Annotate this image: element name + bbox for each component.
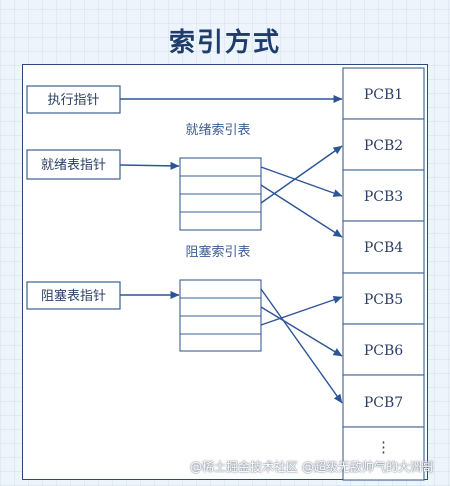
ready-pointer-box: 就绪表指针 <box>26 149 121 180</box>
blocked-pointer-box: 阻塞表指针 <box>26 281 121 310</box>
arrow-ready-row3 <box>260 145 343 204</box>
ready-index-table <box>179 157 262 231</box>
pcb4-label: PCB4 <box>364 240 403 256</box>
pcb6-label: PCB6 <box>364 343 403 359</box>
pcb-column: PCB1 PCB2 PCB3 PCB4 PCB5 PCB6 PCB7 ⋮ <box>342 67 425 481</box>
pcb-cell <box>342 426 425 481</box>
arrow-ready-row2 <box>260 184 343 238</box>
arrow-blocked-row2 <box>260 306 343 357</box>
pcb-cell <box>342 118 425 171</box>
pcb1-label: PCB1 <box>364 87 403 103</box>
pcb-cell <box>342 374 425 428</box>
arrows <box>119 95 343 404</box>
diagram-title: 索引方式 <box>168 28 281 58</box>
arrow-ready-pointer <box>119 161 180 170</box>
pcb5-label: PCB5 <box>364 292 403 308</box>
arrow-blocked-row3 <box>260 295 343 326</box>
pcb7-label: PCB7 <box>364 395 403 411</box>
pcb2-label: PCB2 <box>364 138 403 154</box>
blocked-index-table <box>179 279 262 352</box>
ready-pointer-label: 就绪表指针 <box>41 158 106 173</box>
pcb-cell <box>342 323 425 376</box>
blocked-pointer-label: 阻塞表指针 <box>41 288 106 304</box>
pcb-cell <box>342 67 425 120</box>
exec-pointer-box: 执行指针 <box>26 85 121 114</box>
arrow-blocked-row1 <box>260 288 343 404</box>
arrow-ready-row1 <box>260 166 343 197</box>
pcb-ellipsis-label: ⋮ <box>376 438 391 456</box>
pcb3-label: PCB3 <box>364 189 403 205</box>
pcb-cell <box>342 272 425 325</box>
pcb-cell <box>342 169 425 222</box>
ready-table-caption: 就绪索引表 <box>185 123 250 138</box>
watermark: @稀土掘金技术社区 @超级无敌帅气的大洲哥 <box>190 460 434 474</box>
blocked-table-caption: 阻塞索引表 <box>185 244 250 260</box>
exec-pointer-label: 执行指针 <box>47 93 99 108</box>
